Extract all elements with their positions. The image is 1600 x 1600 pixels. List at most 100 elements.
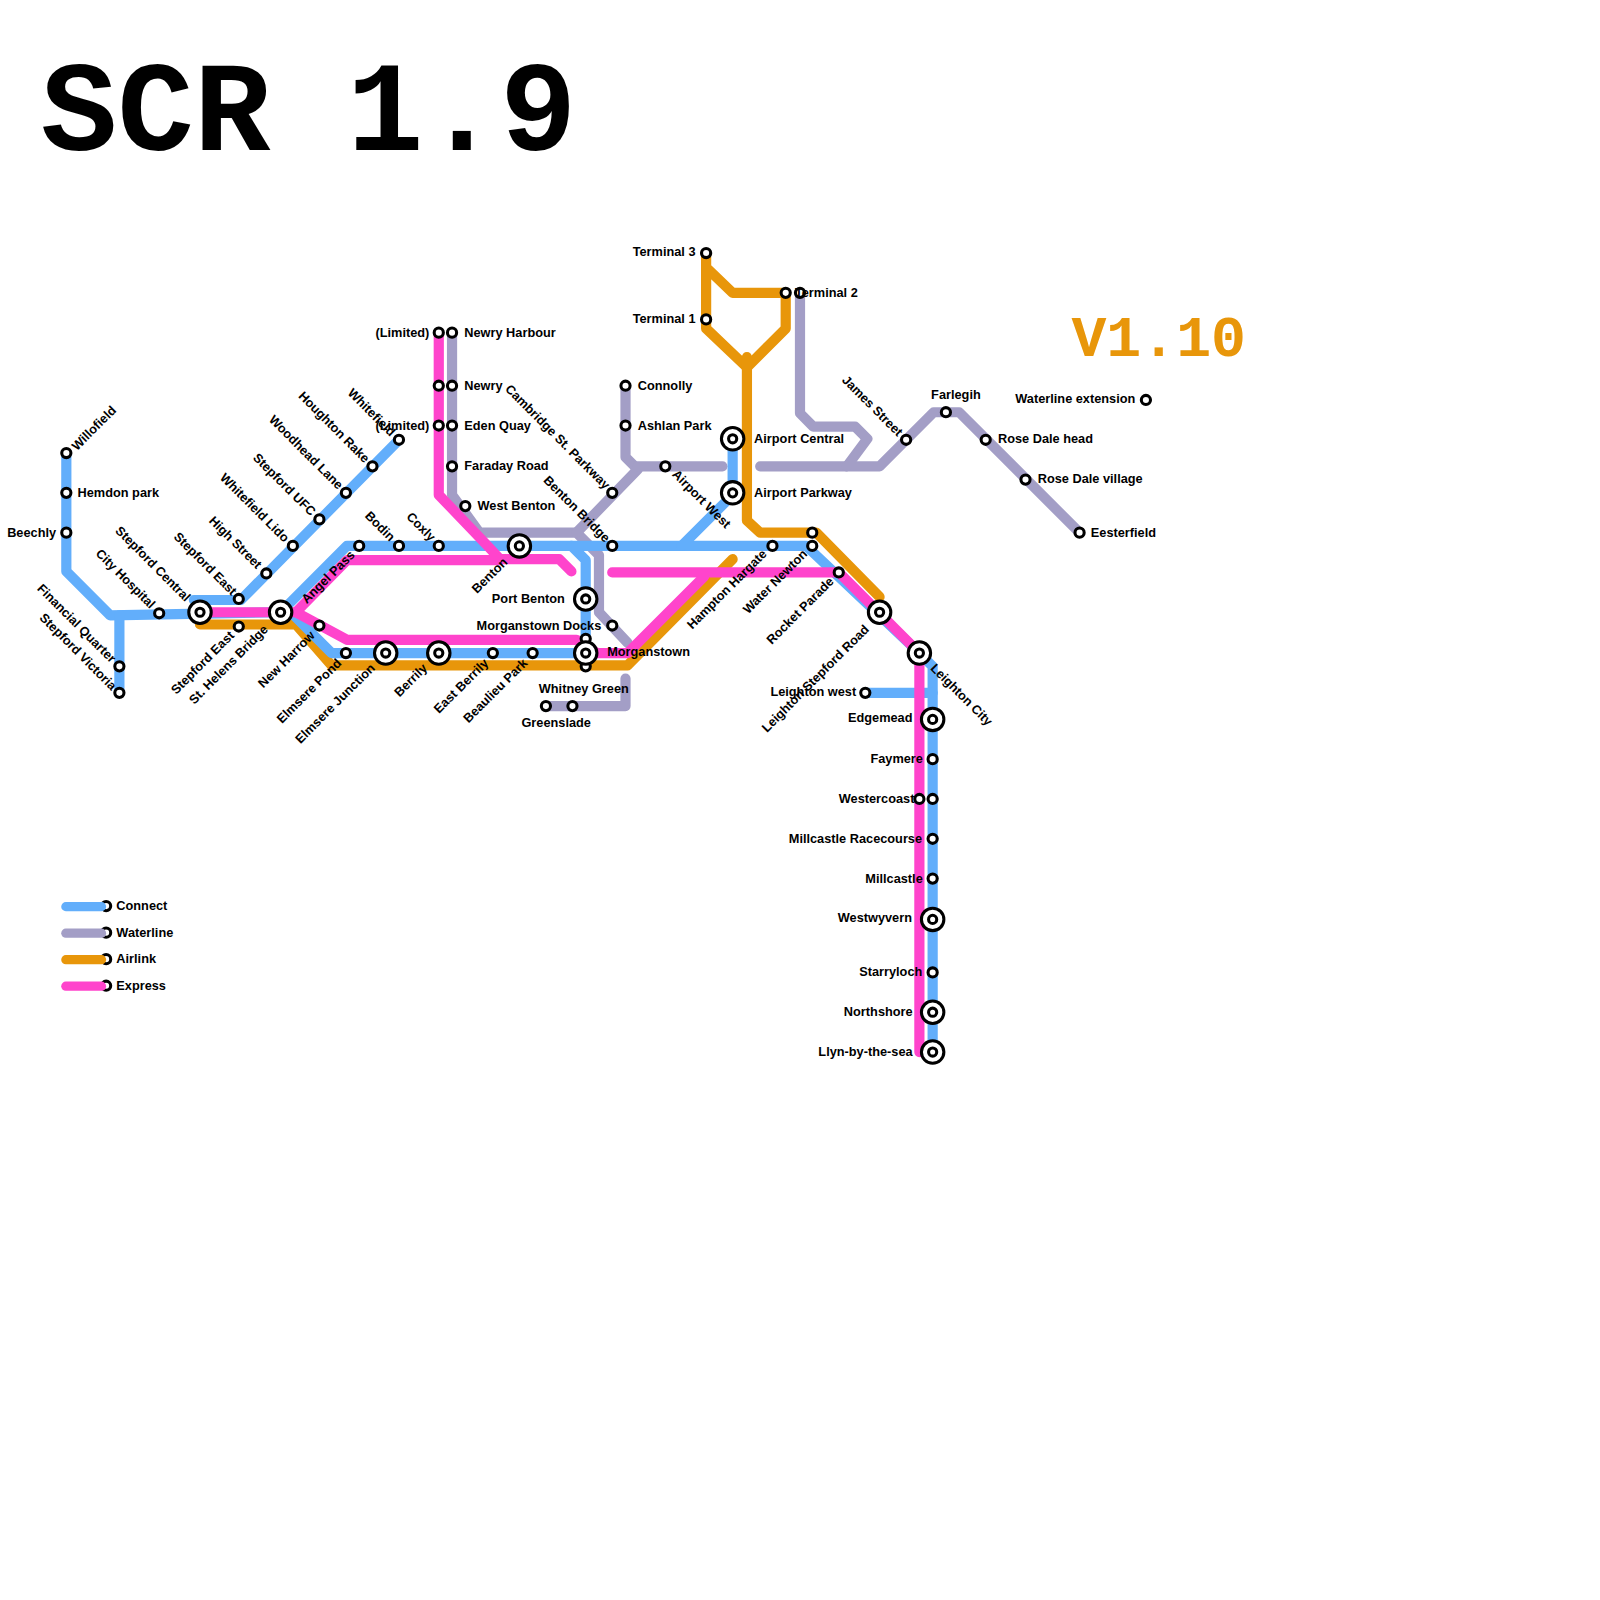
station-marker xyxy=(1075,528,1084,537)
station-marker xyxy=(702,248,711,257)
station-label: Airport Parkway xyxy=(753,486,853,499)
station-marker xyxy=(915,649,923,657)
station-marker xyxy=(928,755,937,764)
station-label: Whitney Green xyxy=(538,682,630,695)
station-marker xyxy=(541,702,550,711)
station-label: Leighton west xyxy=(769,685,857,698)
station-marker xyxy=(394,435,403,444)
station-marker xyxy=(234,594,243,603)
station-marker xyxy=(447,328,456,337)
legend-swatch xyxy=(61,902,106,911)
station-label: High Street xyxy=(206,513,265,572)
station-marker xyxy=(115,662,124,671)
station-label: Eden Quay xyxy=(463,419,532,432)
station-marker xyxy=(921,1041,943,1063)
station-marker xyxy=(902,435,911,444)
station-marker xyxy=(808,541,817,550)
legend-swatch xyxy=(61,955,106,964)
station-marker xyxy=(921,1001,943,1023)
station-marker xyxy=(269,601,291,623)
station-marker xyxy=(189,601,211,623)
station-marker xyxy=(929,1008,937,1016)
station-label: Starryloch xyxy=(858,965,923,978)
station-marker xyxy=(528,648,537,657)
station-label: Eesterfield xyxy=(1090,526,1157,539)
station-marker xyxy=(921,708,943,730)
station-marker xyxy=(315,621,324,630)
station-label: Edgemead xyxy=(847,712,914,725)
station-marker xyxy=(868,601,890,623)
legend-text: Waterline xyxy=(115,926,174,939)
station-marker xyxy=(341,488,350,497)
station-label: Farlegih xyxy=(930,388,982,401)
station-label: Newry xyxy=(463,379,503,392)
station-label: Waterline extension xyxy=(1014,392,1136,405)
station-label: Morganstown Docks xyxy=(476,619,603,632)
station-marker xyxy=(929,715,937,723)
station-marker xyxy=(928,794,937,803)
station-marker xyxy=(62,488,71,497)
station-label: Beechly xyxy=(6,526,57,539)
station-marker xyxy=(608,541,617,550)
station-marker xyxy=(277,608,285,616)
station-marker xyxy=(608,621,617,630)
station-label: Port Benton xyxy=(491,592,566,605)
connect-route xyxy=(66,439,932,1052)
station-marker xyxy=(929,1048,937,1056)
station-label: Connolly xyxy=(637,379,694,392)
station-label: Greenslade xyxy=(520,716,592,729)
legend-swatch xyxy=(61,981,106,990)
station-marker xyxy=(508,535,530,557)
station-marker xyxy=(355,541,364,550)
station-label: Faymere xyxy=(869,753,924,766)
station-label: Cambridge St. Parkway xyxy=(502,381,613,492)
station-label: West Benton xyxy=(477,499,557,512)
station-marker xyxy=(262,569,271,578)
station-label: Airport Central xyxy=(753,432,845,445)
station-marker xyxy=(729,435,737,443)
station-marker xyxy=(1141,395,1150,404)
station-label: Llyn-by-the-sea xyxy=(817,1045,913,1058)
station-label: Rose Dale head xyxy=(997,432,1094,445)
legend-text: Connect xyxy=(115,899,168,912)
station-marker xyxy=(368,462,377,471)
station-marker xyxy=(621,381,630,390)
station-label: Millcastle xyxy=(864,872,923,885)
station-marker xyxy=(234,622,243,631)
station-marker xyxy=(315,515,324,524)
station-marker xyxy=(155,609,164,618)
legend-swatch xyxy=(61,928,106,937)
station-marker xyxy=(341,648,350,657)
station-label: Hemdon park xyxy=(77,486,161,499)
station-marker xyxy=(574,588,596,610)
station-marker xyxy=(62,448,71,457)
station-label: Terminal 2 xyxy=(794,286,859,299)
station-label: Faraday Road xyxy=(463,460,549,473)
station-marker xyxy=(729,489,737,497)
station-marker xyxy=(702,315,711,324)
station-marker xyxy=(781,288,790,297)
station-marker xyxy=(941,408,950,417)
station-label: Angel Pass xyxy=(299,547,358,606)
station-marker xyxy=(876,608,884,616)
station-marker xyxy=(288,541,297,550)
station-label: Terminal 1 xyxy=(632,313,697,326)
express-route xyxy=(200,333,919,1052)
station-marker xyxy=(921,908,943,930)
station-label: Rose Dale village xyxy=(1037,472,1144,485)
station-label: Morganstown xyxy=(606,645,691,658)
station-marker xyxy=(915,794,924,803)
station-marker xyxy=(115,688,124,697)
station-label: Terminal 3 xyxy=(632,245,697,258)
station-marker xyxy=(608,488,617,497)
station-label: Westercoast xyxy=(838,792,916,805)
station-marker xyxy=(721,428,743,450)
station-label: Millcastle Racecourse xyxy=(788,832,923,845)
station-label: Willofield xyxy=(69,403,119,453)
station-label: Coxly xyxy=(403,509,438,544)
station-marker xyxy=(382,649,390,657)
station-marker xyxy=(434,421,443,430)
station-marker xyxy=(582,595,590,603)
station-label: Westwyvern xyxy=(837,912,913,925)
